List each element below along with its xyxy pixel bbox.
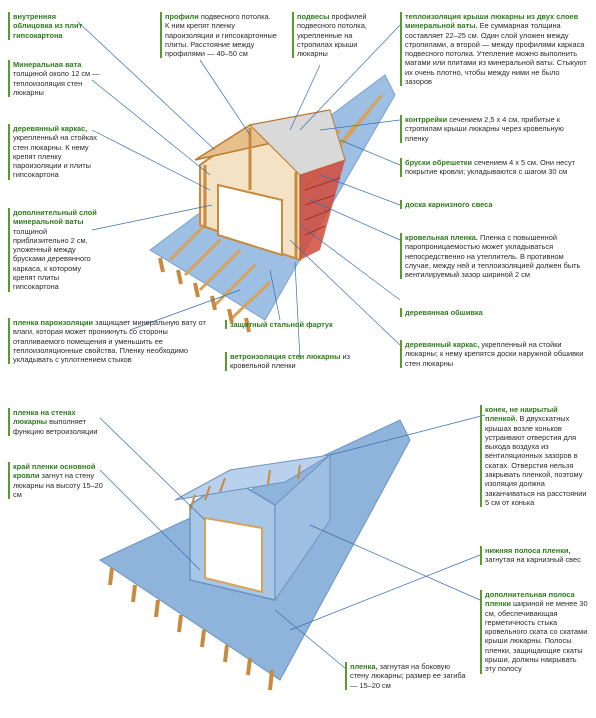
top-diagram	[149, 74, 396, 333]
label-wood-frame2-title: деревянный каркас,	[405, 340, 480, 349]
top-studs	[203, 128, 298, 258]
label-wood-cladding: деревянная обшивка	[400, 308, 587, 318]
label-wall-film: пленка на стенах люкарны выполняет функц…	[8, 408, 105, 436]
label-side-film-title: пленка,	[350, 662, 378, 671]
label-extra-strip-title: дополнительная полоса пленки	[485, 590, 575, 609]
label-lower-strip: нижняя полоса пленки, загнутая на карниз…	[480, 546, 589, 565]
label-roof-insulation-title: теплоизоляция крыши люкарны из двух слое…	[405, 12, 579, 31]
label-mineral-wool-text: толщиной около 12 см — теплоизоляция сте…	[13, 69, 100, 97]
label-battens-title: бруски обрешетки	[405, 158, 473, 167]
label-extra-strip-text: шириной не менее 30 см, обеспечивающая г…	[485, 599, 588, 674]
label-wood-frame2: деревянный каркас, укрепленный на стойки…	[400, 340, 587, 368]
label-battens-text: сечением 4 х 5 см. Они несут покрытие кр…	[405, 158, 576, 177]
label-wood-frame: деревянный каркас, укрепленный на стойка…	[8, 124, 101, 180]
bottom-diagram	[98, 419, 411, 691]
label-extra-layer-text: толщиной приблизительно 2 см, уложенный …	[13, 226, 91, 292]
label-eaves-board: доска карнизного свеса	[400, 200, 587, 210]
top-insulation	[300, 160, 345, 260]
label-inner-lining-title: внутренняя облицовка из плит гипсокартон…	[13, 12, 83, 40]
label-battens: бруски обрешетки сечением 4 х 5 см. Они …	[400, 158, 587, 177]
label-extra-strip: дополнительная полоса пленки шириной не …	[480, 590, 589, 674]
label-side-film: пленка, загнутая на боковую стену люкарн…	[345, 662, 470, 690]
leader-lines-bottom	[99, 414, 486, 669]
label-ridge: конек, не накрытый пленкой. В двухскатны…	[480, 405, 589, 508]
label-wood-frame-title: деревянный каркас,	[13, 124, 88, 133]
label-profiles: профили подвесного потолка. К ним крепят…	[160, 12, 277, 59]
label-lower-strip-title: нижняя полоса пленки,	[485, 546, 571, 555]
leader-lines-top	[77, 21, 401, 361]
bottom-dormer-window	[204, 516, 263, 594]
label-counter-battens-text: сечением 2,5 х 4 см, прибитые к стропила…	[405, 115, 564, 143]
label-counter-battens-title: контррейки	[405, 115, 448, 124]
label-ridge-text: В двухскатных крышах возле коньков устра…	[485, 414, 587, 507]
bottom-dormer-side	[274, 453, 331, 602]
label-vapor-film: пленка пароизоляции защищает минеральную…	[8, 318, 213, 365]
label-side-film-text: загнутая на боковую стену люкарны; разме…	[350, 662, 466, 690]
label-wall-waterproof-text: из кровельной пленки	[230, 352, 350, 371]
label-wall-film-title: пленка на стенах люкарны	[13, 408, 76, 427]
label-hangers-title: подвесы	[297, 12, 330, 21]
label-roof-film: кровельная пленка. Пленка с повышенной п…	[400, 233, 587, 280]
label-vapor-film-text: защищает минеральную вату от влаги, кото…	[13, 318, 206, 365]
label-ridge-title: конек, не накрытый пленкой.	[485, 405, 558, 424]
top-rafter-tails	[158, 257, 251, 333]
top-dormer-window	[217, 183, 283, 257]
bottom-rafter-tails	[108, 567, 274, 691]
label-wall-waterproof-title: ветроизоляция стен люкарны	[230, 352, 341, 361]
label-wood-cladding-title: деревянная обшивка	[405, 308, 483, 317]
label-inner-lining: внутренняя облицовка из плит гипсокартон…	[8, 12, 91, 40]
label-vapor-film-title: пленка пароизоляции	[13, 318, 94, 327]
label-roof-insulation-text: Ее суммарная толщина составляет 22–25 см…	[405, 21, 587, 87]
label-roof-film-title: кровельная пленка.	[405, 233, 478, 242]
label-hangers-text: профилей подвесного потолка, укрепленные…	[297, 12, 367, 59]
label-roof-film-text: Пленка с повышенной паропроницаемостью м…	[405, 233, 581, 280]
label-lower-strip-text: загнутая на карнизный свес	[485, 555, 581, 565]
label-roof-insulation: теплоизоляция крыши люкарны из двух слое…	[400, 12, 587, 87]
label-wall-film-text: выполняет функцию ветроизоляции	[13, 417, 98, 436]
label-extra-layer-title: дополнительный слой минеральной ваты	[13, 208, 97, 227]
label-profiles-text: подвесного потолка. К ним крепят пленку …	[165, 12, 277, 59]
label-main-roof-edge-text: загнут на стену люкарны на высоту 15–20 …	[13, 471, 103, 499]
label-extra-layer: дополнительный слой минеральной ваты тол…	[8, 208, 103, 292]
label-steel-apron: защитный стальной фартук	[225, 320, 350, 330]
label-hangers: подвесы профилей подвесного потолка, укр…	[292, 12, 379, 59]
label-main-roof-edge-title: край пленки основной кровли	[13, 462, 96, 481]
label-steel-apron-title: защитный стальной фартук	[230, 320, 333, 329]
label-mineral-wool: Минеральная вата толщиной около 12 см — …	[8, 60, 105, 98]
label-main-roof-edge: край пленки основной кровли загнут на ст…	[8, 462, 105, 500]
label-profiles-title: профили	[165, 12, 199, 21]
label-eaves-board-title: доска карнизного свеса	[405, 200, 493, 209]
label-mineral-wool-title: Минеральная вата	[13, 60, 82, 69]
label-counter-battens: контррейки сечением 2,5 х 4 см, прибитые…	[400, 115, 587, 143]
label-wood-frame2-text: укрепленный на стойки люкарны; к нему кр…	[405, 340, 584, 368]
label-wood-frame-text: укрепленный на стойках стен люкарны. К н…	[13, 133, 97, 180]
label-wall-waterproof: ветроизоляция стен люкарны из кровельной…	[225, 352, 390, 371]
